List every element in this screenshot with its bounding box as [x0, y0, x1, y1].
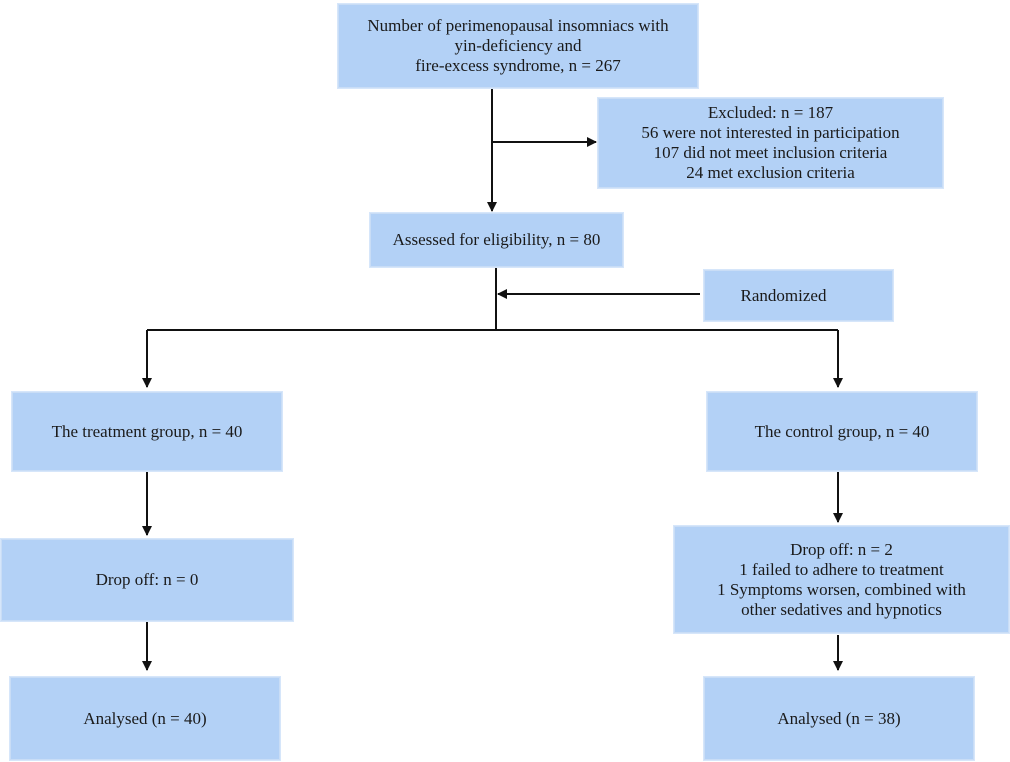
eligibility-label: Assessed for eligibility, n = 80 — [392, 230, 601, 249]
control-dropoff-line-4: other sedatives and hypnotics — [741, 599, 942, 619]
control-analysed-box: Analysed (n = 38) — [704, 677, 974, 760]
treatment-analysed-label: Analysed (n = 40) — [83, 708, 207, 728]
treatment-dropoff-box: Drop off: n = 0 — [1, 539, 293, 621]
control-dropoff-line-1: Drop off: n = 2 — [790, 539, 893, 559]
excluded-line-1: Excluded: n = 187 — [707, 103, 834, 122]
excluded-line-4: 24 met exclusion criteria — [686, 163, 855, 182]
control-group-box: The control group, n = 40 — [707, 392, 977, 471]
enrolment-line-3: fire-excess syndrome, n = 267 — [415, 56, 621, 75]
treatment-analysed-box: Analysed (n = 40) — [10, 677, 280, 760]
excluded-line-2: 56 were not interested in participation — [641, 123, 900, 142]
randomized-box: Randomized — [704, 270, 893, 321]
excluded-line-3: 107 did not meet inclusion criteria — [653, 143, 888, 162]
treatment-dropoff-label: Drop off: n = 0 — [95, 570, 199, 589]
eligibility-box: Assessed for eligibility, n = 80 — [370, 213, 623, 267]
enrolment-line-2: yin-deficiency and — [454, 36, 582, 55]
enrolment-line-1: Number of perimenopausal insomniacs with — [367, 16, 669, 35]
control-dropoff-box: Drop off: n = 2 1 failed to adhere to tr… — [674, 526, 1009, 633]
control-dropoff-line-3: 1 Symptoms worsen, combined with — [717, 579, 966, 599]
excluded-box: Excluded: n = 187 56 were not interested… — [598, 98, 943, 188]
control-group-label: The control group, n = 40 — [754, 421, 930, 441]
enrolment-box: Number of perimenopausal insomniacs with… — [338, 4, 698, 88]
control-analysed-label: Analysed (n = 38) — [777, 708, 901, 728]
treatment-group-box: The treatment group, n = 40 — [12, 392, 282, 471]
treatment-group-label: The treatment group, n = 40 — [51, 421, 243, 441]
randomized-label: Randomized — [740, 285, 827, 305]
control-dropoff-line-2: 1 failed to adhere to treatment — [739, 559, 944, 579]
